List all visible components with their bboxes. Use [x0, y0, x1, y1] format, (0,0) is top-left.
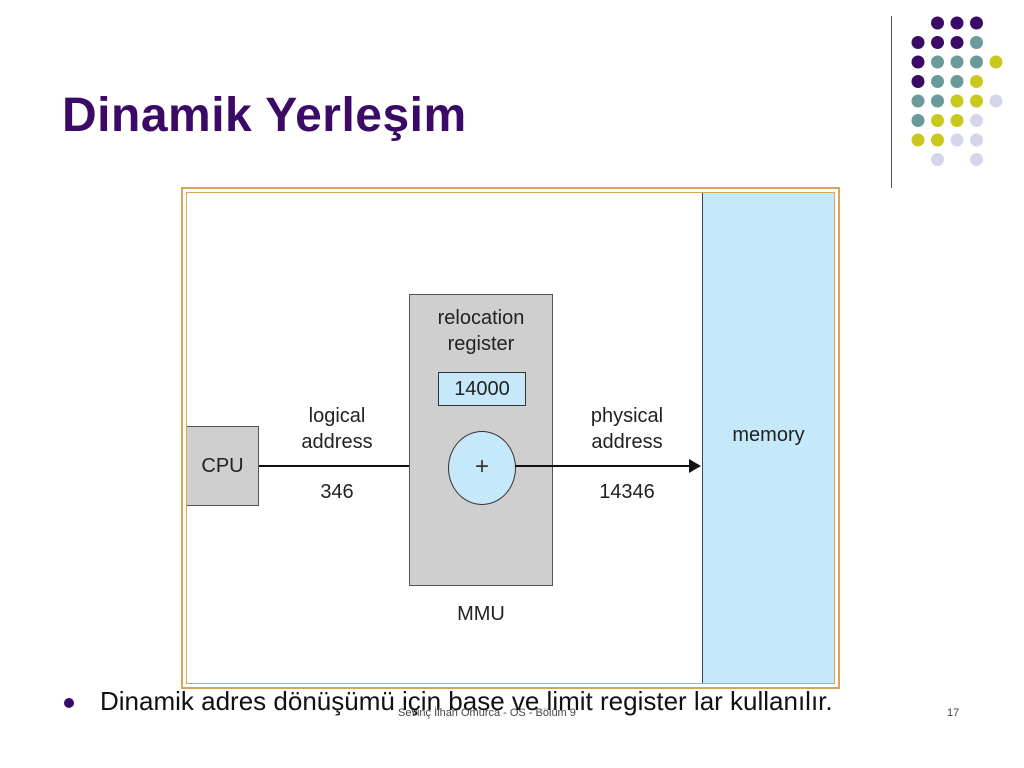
decorative-dot — [970, 55, 983, 69]
memory-block: memory — [702, 193, 834, 683]
decorative-dot — [989, 55, 1003, 69]
relocation-register-label: relocation register — [410, 305, 552, 357]
decorative-dot — [970, 36, 983, 49]
physical-address-label-line-2: address — [591, 431, 663, 453]
decorative-dot — [950, 94, 964, 108]
decorative-dot — [911, 55, 925, 69]
decorative-dot — [989, 94, 1003, 108]
physical-address-value: 14346 — [599, 481, 655, 503]
decorative-dot — [931, 133, 944, 147]
relocation-register-label-line-1: relocation — [437, 307, 525, 329]
decorative-dot — [931, 36, 944, 49]
decorative-dot — [911, 133, 925, 147]
decorative-dot — [931, 75, 944, 88]
decorative-dot — [950, 36, 964, 49]
decorative-dot — [931, 94, 944, 108]
decorative-dot — [911, 36, 925, 49]
slide-title: Dinamik Yerleşim — [62, 89, 467, 142]
diagram-canvas: CPU logical address 346 relocation regis… — [186, 192, 835, 684]
decorative-dot — [970, 133, 983, 147]
relocation-register-value: 14000 — [438, 372, 526, 406]
physical-address-label: physical address — [572, 403, 682, 455]
decorative-dot — [950, 114, 964, 127]
decorative-dot — [970, 153, 983, 166]
adder-to-memory-arrow — [515, 459, 701, 473]
adder-circle: + — [448, 431, 516, 505]
decorative-dot — [970, 16, 983, 30]
bullet-icon — [64, 698, 74, 708]
cpu-box: CPU — [187, 426, 259, 506]
decorative-dot — [911, 114, 925, 127]
mmu-label: MMU — [457, 603, 505, 625]
decorative-dot — [931, 16, 944, 30]
decorative-dot — [970, 114, 983, 127]
decorative-dot — [950, 55, 964, 69]
slide-footer: Sevinç İlhan Omurca - OS - Bölüm 9 — [398, 707, 576, 719]
relocation-register-label-line-2: register — [447, 333, 515, 355]
logical-address-value: 346 — [320, 481, 354, 503]
mmu-box: relocation register 14000 + — [409, 294, 553, 586]
decorative-dot — [950, 16, 964, 30]
page-number: 17 — [947, 707, 960, 719]
decorative-dot — [931, 153, 944, 166]
decorative-dot — [931, 55, 944, 69]
decorative-dot — [931, 114, 944, 127]
decorative-dot — [950, 133, 964, 147]
address-translation-diagram: CPU logical address 346 relocation regis… — [181, 187, 840, 689]
decorative-dot — [970, 75, 983, 88]
memory-label: memory — [732, 423, 805, 446]
decorative-dot — [911, 75, 925, 88]
physical-address-label-line-1: physical — [590, 405, 664, 427]
decorative-dot — [911, 94, 925, 108]
logical-address-label-line-2: address — [301, 431, 373, 453]
logical-address-label-line-1: logical — [308, 405, 366, 427]
bullet-text: Dinamik adres dönüşümü için base ve limi… — [100, 686, 833, 716]
title-divider-line — [891, 16, 892, 188]
decorative-dot — [950, 75, 964, 88]
logical-address-label: logical address — [287, 403, 387, 455]
decorative-dot — [970, 94, 983, 108]
